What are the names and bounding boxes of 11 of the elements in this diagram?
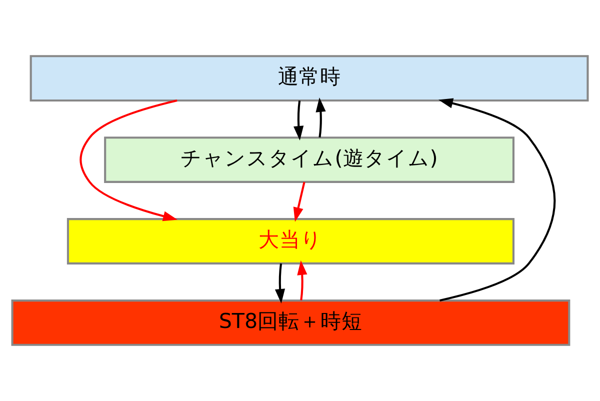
- node-box: 大当り: [66, 218, 514, 264]
- arrow: [297, 260, 308, 300]
- arrow: [80, 100, 178, 222]
- arrow: [316, 98, 326, 138]
- node-box: チャンスタイム(遊タイム): [104, 136, 514, 183]
- arrow: [274, 263, 286, 304]
- node-box: ST8回転＋時短: [11, 300, 570, 346]
- node-box: 通常時: [30, 55, 589, 102]
- arrow: [438, 98, 556, 302]
- arrow: [293, 182, 306, 222]
- arrow: [294, 100, 304, 141]
